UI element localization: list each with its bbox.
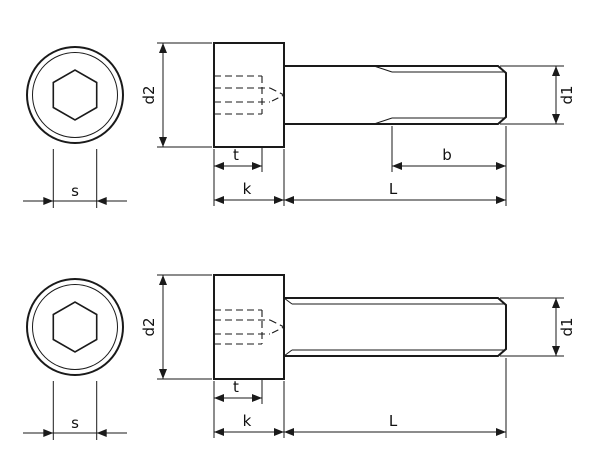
bottom-side-view [213,274,507,380]
screw-shaft-outline [284,297,507,357]
socket-flat-hidden-lines [214,309,262,345]
screw-shaft-outline [284,65,507,125]
dim-label-L: L [389,180,398,198]
top-side-view [213,42,507,148]
hex-socket-outline [52,69,98,121]
hex-socket-outline [52,301,98,353]
dim-label-t: t [233,378,239,396]
head-outer-circle [26,278,124,376]
dim-label-s: s [71,182,79,200]
screw-head [213,42,285,148]
dim-label-t: t [233,146,239,164]
top-front-view [26,46,124,144]
dim-label-d1: d1 [558,85,576,104]
dim-label-d2: d2 [140,85,158,104]
dim-label-L: L [389,412,398,430]
extension-line-d2 [157,42,212,148]
head-chamfer-circle [32,284,118,370]
top-drawing: s d2 t k b L d1 [23,42,576,208]
thread-runout-lines [283,297,293,357]
head-chamfer-circle [32,52,118,138]
socket-corner-hidden-lines [214,87,270,103]
hidden-socket-lines [214,309,286,345]
head-outer-circle [26,46,124,144]
thread-minor-lines [392,71,505,119]
bottom-drawing: s d2 t k L d1 [23,274,576,440]
screw-head [213,274,285,380]
dim-label-k: k [243,180,252,198]
dim-label-s: s [71,414,79,432]
dim-label-d2: d2 [140,317,158,336]
thread-minor-lines [292,303,505,351]
dim-label-k: k [243,412,252,430]
dim-label-d1: d1 [558,317,576,336]
extension-line-d1 [500,297,564,357]
drill-point-hidden-lines [269,87,286,103]
extension-line-d1 [500,65,564,125]
hidden-socket-lines [214,75,286,115]
bottom-dimensions: s d2 t k L d1 [23,274,576,440]
extension-line-d2 [157,274,212,380]
socket-corner-hidden-lines [214,319,270,335]
thread-runout-lines [373,65,393,125]
bottom-front-view [26,278,124,376]
socket-flat-hidden-lines [214,75,262,115]
top-dimensions: s d2 t k b L d1 [23,42,576,208]
drill-point-hidden-lines [269,319,286,335]
dim-label-b: b [442,146,452,164]
